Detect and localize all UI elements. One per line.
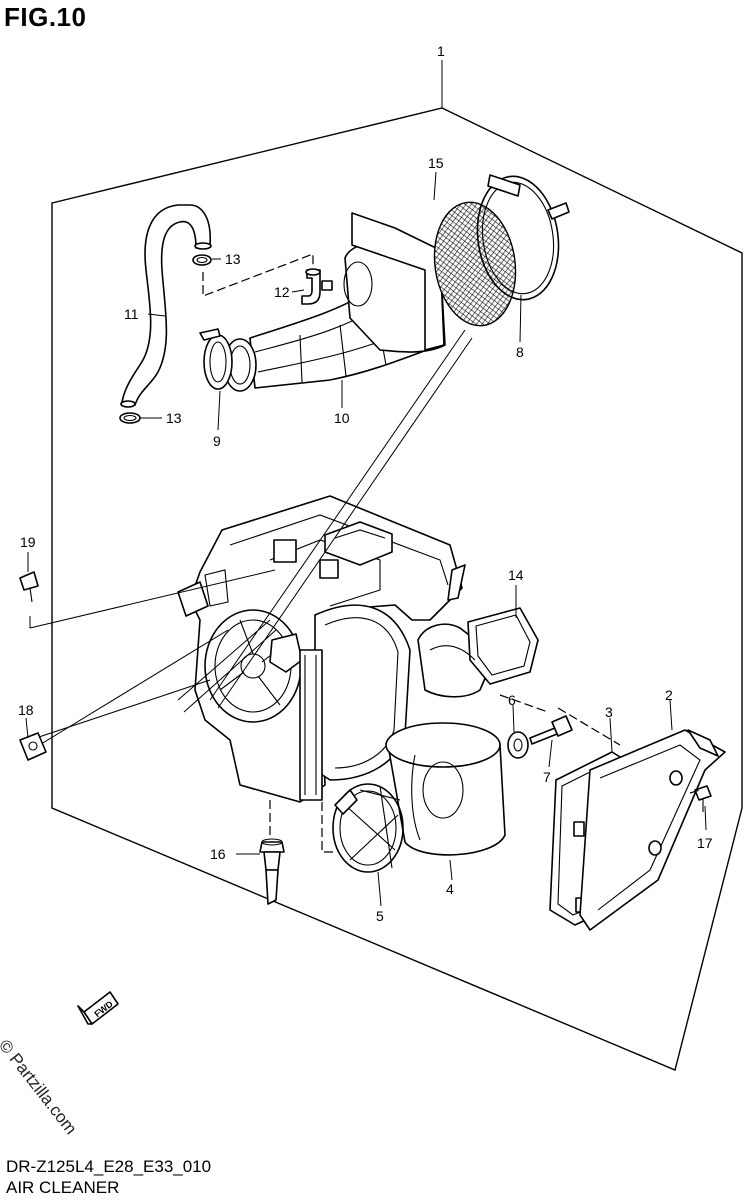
callout-4: 4 bbox=[446, 881, 454, 897]
airbox-housing bbox=[177, 495, 466, 803]
inlet-seal bbox=[417, 607, 539, 698]
model-code: DR-Z125L4_E28_E33_010 bbox=[6, 1157, 212, 1176]
screen-clamp bbox=[476, 174, 570, 301]
callout-5: 5 bbox=[376, 908, 384, 924]
callout-2: 2 bbox=[665, 687, 673, 703]
callout-6: 6 bbox=[508, 692, 516, 708]
element-frame bbox=[332, 783, 404, 873]
callout-14: 14 bbox=[508, 567, 524, 583]
screw bbox=[529, 715, 573, 745]
hose-clip-lower bbox=[119, 412, 141, 424]
bolt-19 bbox=[19, 571, 39, 603]
callout-11: 11 bbox=[124, 306, 139, 322]
callout-12: 12 bbox=[274, 284, 290, 300]
filter-element bbox=[385, 722, 506, 856]
hose-clip-upper bbox=[192, 254, 212, 266]
callout-8: 8 bbox=[516, 344, 524, 360]
bolt-17 bbox=[694, 785, 712, 812]
callout-15: 15 bbox=[428, 155, 444, 171]
callout-7: 7 bbox=[543, 769, 551, 785]
callout-1: 1 bbox=[437, 43, 445, 59]
forward-direction-badge: FWD bbox=[77, 991, 119, 1025]
hose-joint bbox=[301, 268, 333, 305]
intake-duct bbox=[249, 212, 446, 389]
figure-title: FIG.10 bbox=[4, 2, 87, 32]
section-name: AIR CLEANER bbox=[6, 1178, 120, 1197]
callout-17: 17 bbox=[697, 835, 713, 851]
duct-clamp bbox=[199, 328, 257, 392]
callout-9: 9 bbox=[213, 433, 221, 449]
callout-16: 16 bbox=[210, 846, 226, 862]
callout-13-upper: 13 bbox=[225, 251, 241, 267]
mesh-screen bbox=[433, 201, 517, 327]
drain-plug bbox=[259, 838, 285, 905]
breather-hose bbox=[120, 204, 212, 408]
callout-3: 3 bbox=[605, 704, 613, 720]
callout-19: 19 bbox=[20, 534, 36, 550]
callout-18: 18 bbox=[18, 702, 34, 718]
callout-13-lower: 13 bbox=[166, 410, 182, 426]
callout-10: 10 bbox=[334, 410, 350, 426]
washer bbox=[507, 731, 529, 759]
nut-18 bbox=[19, 732, 47, 761]
air-cleaner-cap bbox=[579, 729, 726, 931]
